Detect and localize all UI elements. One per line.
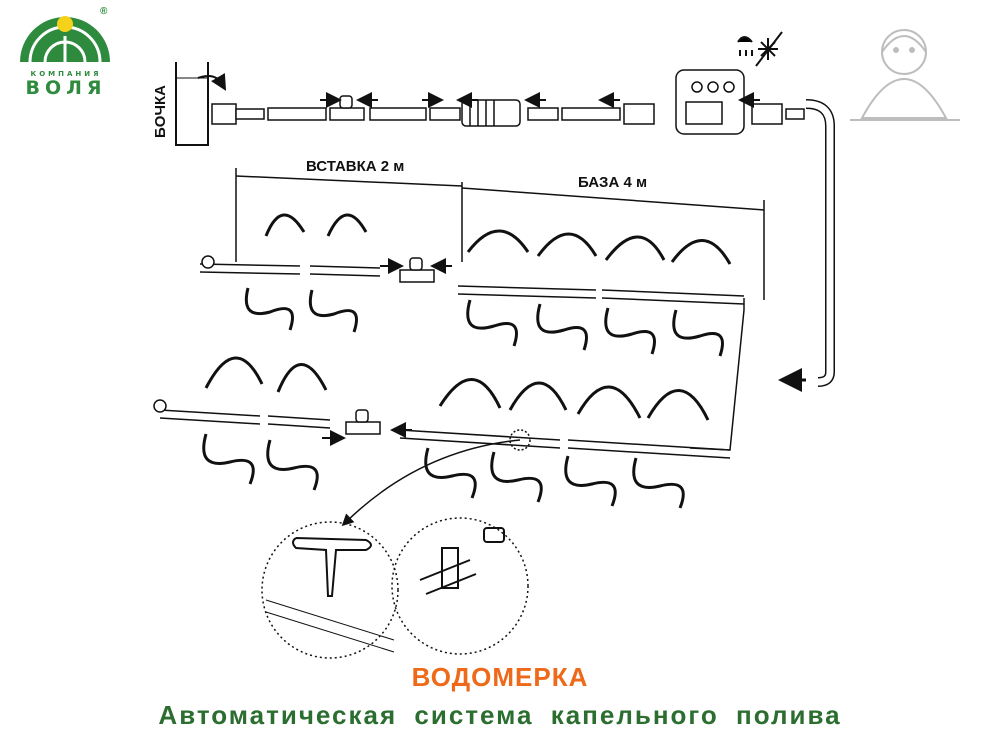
registered-mark: ® (100, 6, 108, 17)
dripper-tubes (202, 213, 732, 509)
company-name: ВОЛЯ (25, 77, 107, 99)
flow-arrows (320, 92, 806, 446)
company-logo (20, 16, 110, 63)
detail-callout (261, 429, 531, 659)
supply-line (211, 69, 835, 387)
sun-icon (57, 16, 73, 32)
drip-line-upper (199, 255, 745, 451)
stake-icon (292, 537, 372, 597)
company-logo-text: КОМПАНИЯ ВОЛЯ (16, 70, 116, 98)
base-label: БАЗА 4 м (578, 174, 648, 191)
insert-label: ВСТАВКА 2 м (306, 158, 405, 175)
drip-line-lower (153, 399, 731, 459)
mascot-icon (850, 29, 960, 121)
dimension-lines (235, 168, 765, 300)
timer-icon (675, 69, 745, 135)
barrel (175, 62, 227, 146)
snowflake-icon (755, 31, 783, 67)
barrel-label: БОЧКА (152, 85, 169, 138)
tee-connector-icon (419, 527, 505, 595)
product-title: ВОДОМЕРКА (411, 662, 589, 692)
rain-icon (737, 36, 753, 56)
company-small-label: КОМПАНИЯ (30, 70, 102, 78)
filter-icon (461, 99, 521, 127)
valve-icon (345, 257, 435, 435)
product-subtitle: Автоматическая система капельного полива (158, 700, 842, 730)
valve-icon (329, 95, 365, 121)
